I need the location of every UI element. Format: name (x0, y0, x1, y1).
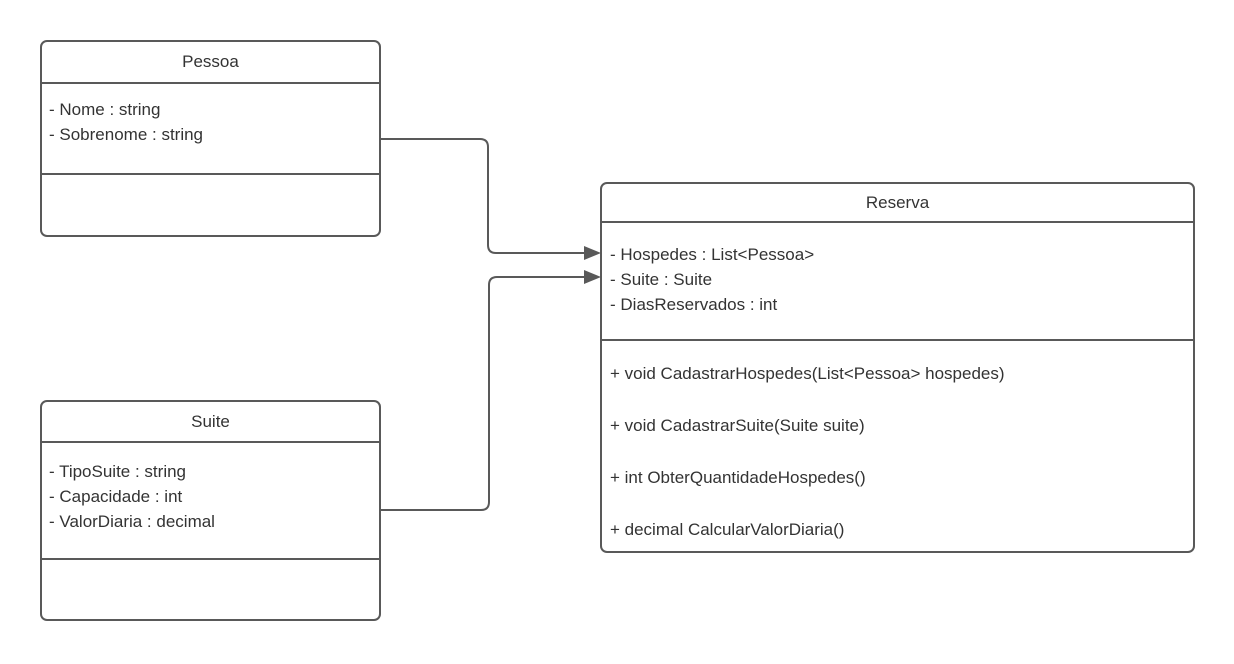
attribute-row: - Nome : string (49, 100, 161, 119)
attribute-row: - Suite : Suite (610, 270, 713, 289)
attribute-row: - Sobrenome : string (49, 125, 204, 144)
attribute-row: - Hospedes : List<Pessoa> (610, 245, 815, 264)
connector-pessoa-to-reserva[interactable] (381, 138, 586, 254)
arrowhead-pessoa-to-reserva-icon (584, 246, 601, 260)
class-attributes-reserva: - Hospedes : List<Pessoa> - Suite : Suit… (602, 223, 1193, 341)
class-title-reserva: Reserva (602, 184, 1193, 223)
class-methods-reserva: + void CadastrarHospedes(List<Pessoa> ho… (602, 341, 1193, 556)
attribute-row: - Capacidade : int (49, 487, 183, 506)
attribute-row: - ValorDiaria : decimal (49, 512, 215, 531)
class-box-pessoa[interactable]: Pessoa - Nome : string - Sobrenome : str… (40, 40, 381, 237)
method-row: + int ObterQuantidadeHospedes() (610, 468, 866, 487)
class-attributes-pessoa: - Nome : string - Sobrenome : string (42, 84, 379, 175)
attribute-row: - TipoSuite : string (49, 462, 187, 481)
method-row: + void CadastrarSuite(Suite suite) (610, 416, 865, 435)
arrowhead-suite-to-reserva-icon (584, 270, 601, 284)
method-row: + void CadastrarHospedes(List<Pessoa> ho… (610, 364, 1005, 383)
class-box-reserva[interactable]: Reserva - Hospedes : List<Pessoa> - Suit… (600, 182, 1195, 553)
class-title-pessoa: Pessoa (42, 42, 379, 84)
attribute-row: - DiasReservados : int (610, 295, 778, 314)
class-box-suite[interactable]: Suite - TipoSuite : string - Capacidade … (40, 400, 381, 621)
class-attributes-suite: - TipoSuite : string - Capacidade : int … (42, 443, 379, 560)
class-title-suite: Suite (42, 402, 379, 443)
class-methods-suite (42, 560, 379, 619)
connector-suite-to-reserva[interactable] (381, 276, 586, 511)
class-methods-pessoa (42, 175, 379, 235)
method-row: + decimal CalcularValorDiaria() (610, 520, 845, 539)
